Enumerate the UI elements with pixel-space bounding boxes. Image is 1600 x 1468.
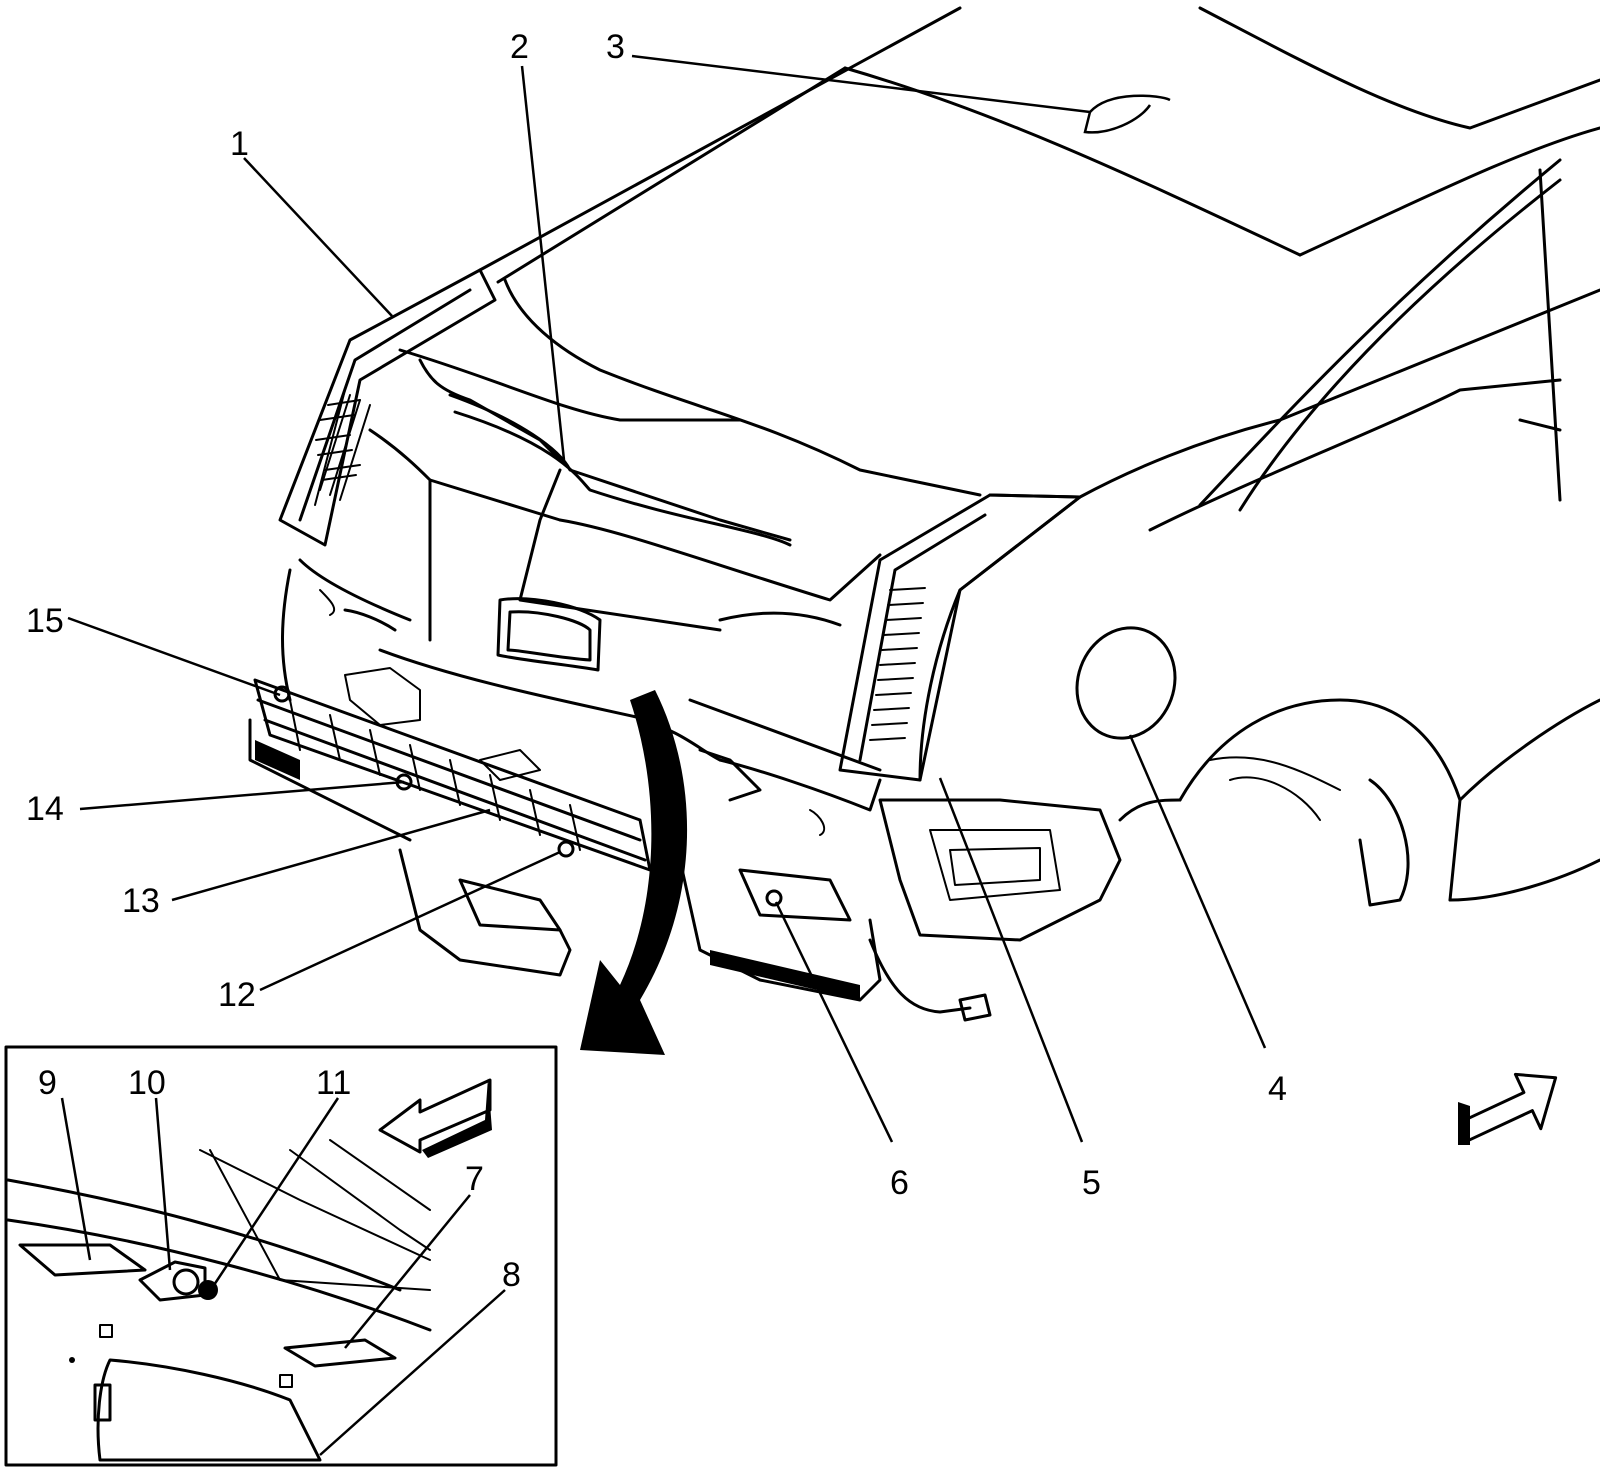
bumper-reinforcement bbox=[248, 667, 992, 1022]
callout-7: 7 bbox=[465, 1160, 484, 1198]
callout-13: 13 bbox=[122, 882, 160, 920]
callout-11: 11 bbox=[316, 1064, 351, 1102]
callout-3: 3 bbox=[606, 28, 625, 66]
callout-12: 12 bbox=[218, 976, 256, 1014]
callout-15: 15 bbox=[26, 602, 64, 640]
callout-2: 2 bbox=[510, 28, 529, 66]
detail-direction-arrow-icon bbox=[378, 1078, 492, 1158]
callout-1: 1 bbox=[230, 125, 249, 163]
left-tail-lamp bbox=[278, 268, 497, 547]
front-direction-arrow-icon bbox=[1458, 1072, 1558, 1145]
callout-6: 6 bbox=[890, 1164, 909, 1202]
callout-labels: 1 2 3 4 5 6 7 8 9 10 11 12 13 14 15 bbox=[26, 28, 1287, 1294]
callout-9: 9 bbox=[38, 1064, 57, 1102]
callout-5: 5 bbox=[1082, 1164, 1101, 1202]
vehicle-body bbox=[281, 6, 1600, 942]
callout-4: 4 bbox=[1268, 1070, 1287, 1108]
callout-10: 10 bbox=[128, 1064, 166, 1102]
callout-14: 14 bbox=[26, 790, 64, 828]
right-tail-lamp bbox=[838, 493, 1082, 782]
detail-view-curved-arrow-icon bbox=[580, 690, 688, 1055]
detail-inset bbox=[4, 1045, 558, 1467]
callout-8: 8 bbox=[502, 1256, 521, 1294]
leader-lines bbox=[60, 54, 1267, 1456]
